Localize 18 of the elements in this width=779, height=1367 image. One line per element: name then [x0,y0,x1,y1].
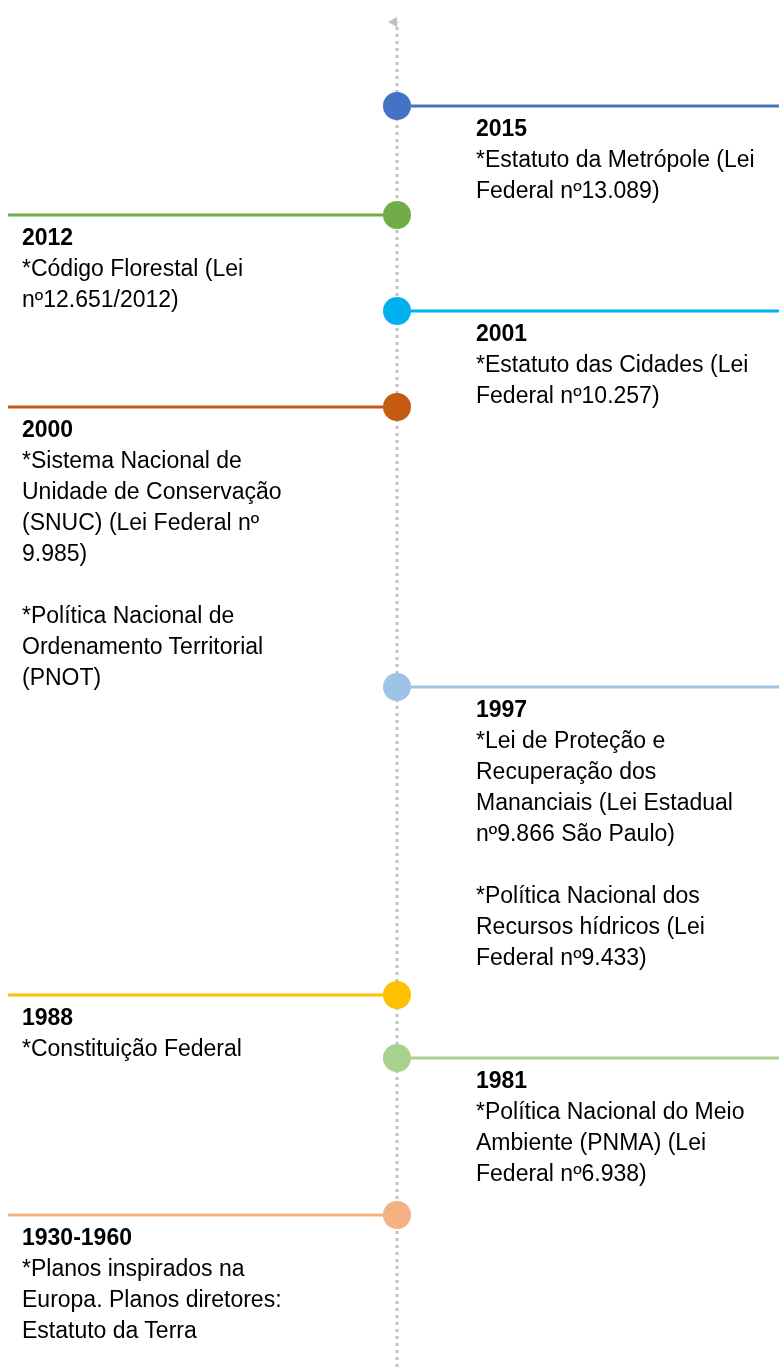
year-label: 2015 [476,114,529,143]
year-label: 1930-1960 [22,1223,133,1252]
law-text: *Estatuto da Metrópole (Lei Federal nº13.089) [476,145,756,205]
year-label: 1988 [22,1003,75,1032]
law-text: *Política Nacional dos Recursos hídricos (Lei Federal nº9.433) [476,881,706,972]
year-label: 2001 [476,319,529,348]
law-text: *Estatuto das Cidades (Lei Federal nº10.257) [476,350,750,410]
law-text: *Política Nacional do Meio Ambiente (PNMA) (Lei Federal nº6.938) [476,1097,746,1188]
year-label: 1997 [476,695,529,724]
law-text: *Lei de Proteção e Recuperação dos Mananciais (Lei Estadual nº9.866 São Paulo) [476,726,734,848]
law-text: *Código Florestal (Lei nº12.651/2012) [22,254,245,314]
law-text: *Política Nacional de Ordenamento Territorial (PNOT) [22,601,265,692]
law-text: *Constituição Federal [22,1034,243,1063]
year-label: 2012 [22,223,75,252]
law-text: *Planos inspirados na Europa. Planos diretores: Estatuto da Terra [22,1254,283,1345]
year-label: 1981 [476,1066,529,1095]
year-label: 2000 [22,415,75,444]
law-text: *Sistema Nacional de Unidade de Conservação (SNUC) (Lei Federal nº 9.985) [22,446,283,568]
